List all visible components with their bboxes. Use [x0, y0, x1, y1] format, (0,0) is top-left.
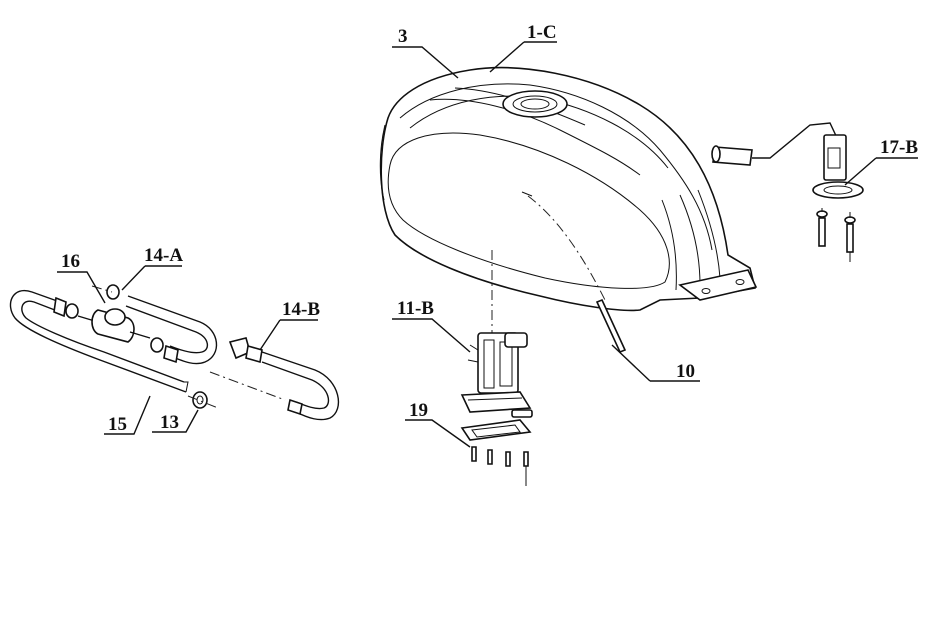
label-17-b: 17-B — [880, 137, 918, 158]
label-1-c: 1-C — [527, 22, 557, 43]
label-16: 16 — [61, 251, 80, 272]
fuel-filter-16 — [77, 284, 164, 353]
fuel-hose-14a — [125, 295, 218, 365]
clamp-13 — [192, 391, 208, 409]
label-10: 10 — [676, 361, 695, 382]
label-15: 15 — [108, 414, 127, 435]
fuel-hose-14b — [228, 337, 340, 421]
axis-14b — [209, 371, 286, 401]
label-13: 13 — [160, 412, 179, 433]
fuel-hose-15 — [9, 289, 189, 393]
fuel-level-sender — [711, 122, 864, 262]
callout-labels: 3 1-C 17-B 16 14-A 14-B 11-B 10 19 15 13 — [61, 22, 918, 435]
fuel-pump — [460, 332, 533, 486]
fuel-tank — [379, 66, 758, 312]
label-3: 3 — [398, 26, 408, 47]
screws-19 — [471, 446, 529, 486]
axis-13 — [187, 395, 219, 409]
label-19: 19 — [409, 400, 428, 421]
leader-lines — [57, 41, 918, 448]
breather-hidden-path — [527, 195, 606, 301]
label-14-a: 14-A — [144, 245, 183, 266]
label-14-b: 14-B — [282, 299, 320, 320]
label-11-b: 11-B — [397, 298, 434, 319]
